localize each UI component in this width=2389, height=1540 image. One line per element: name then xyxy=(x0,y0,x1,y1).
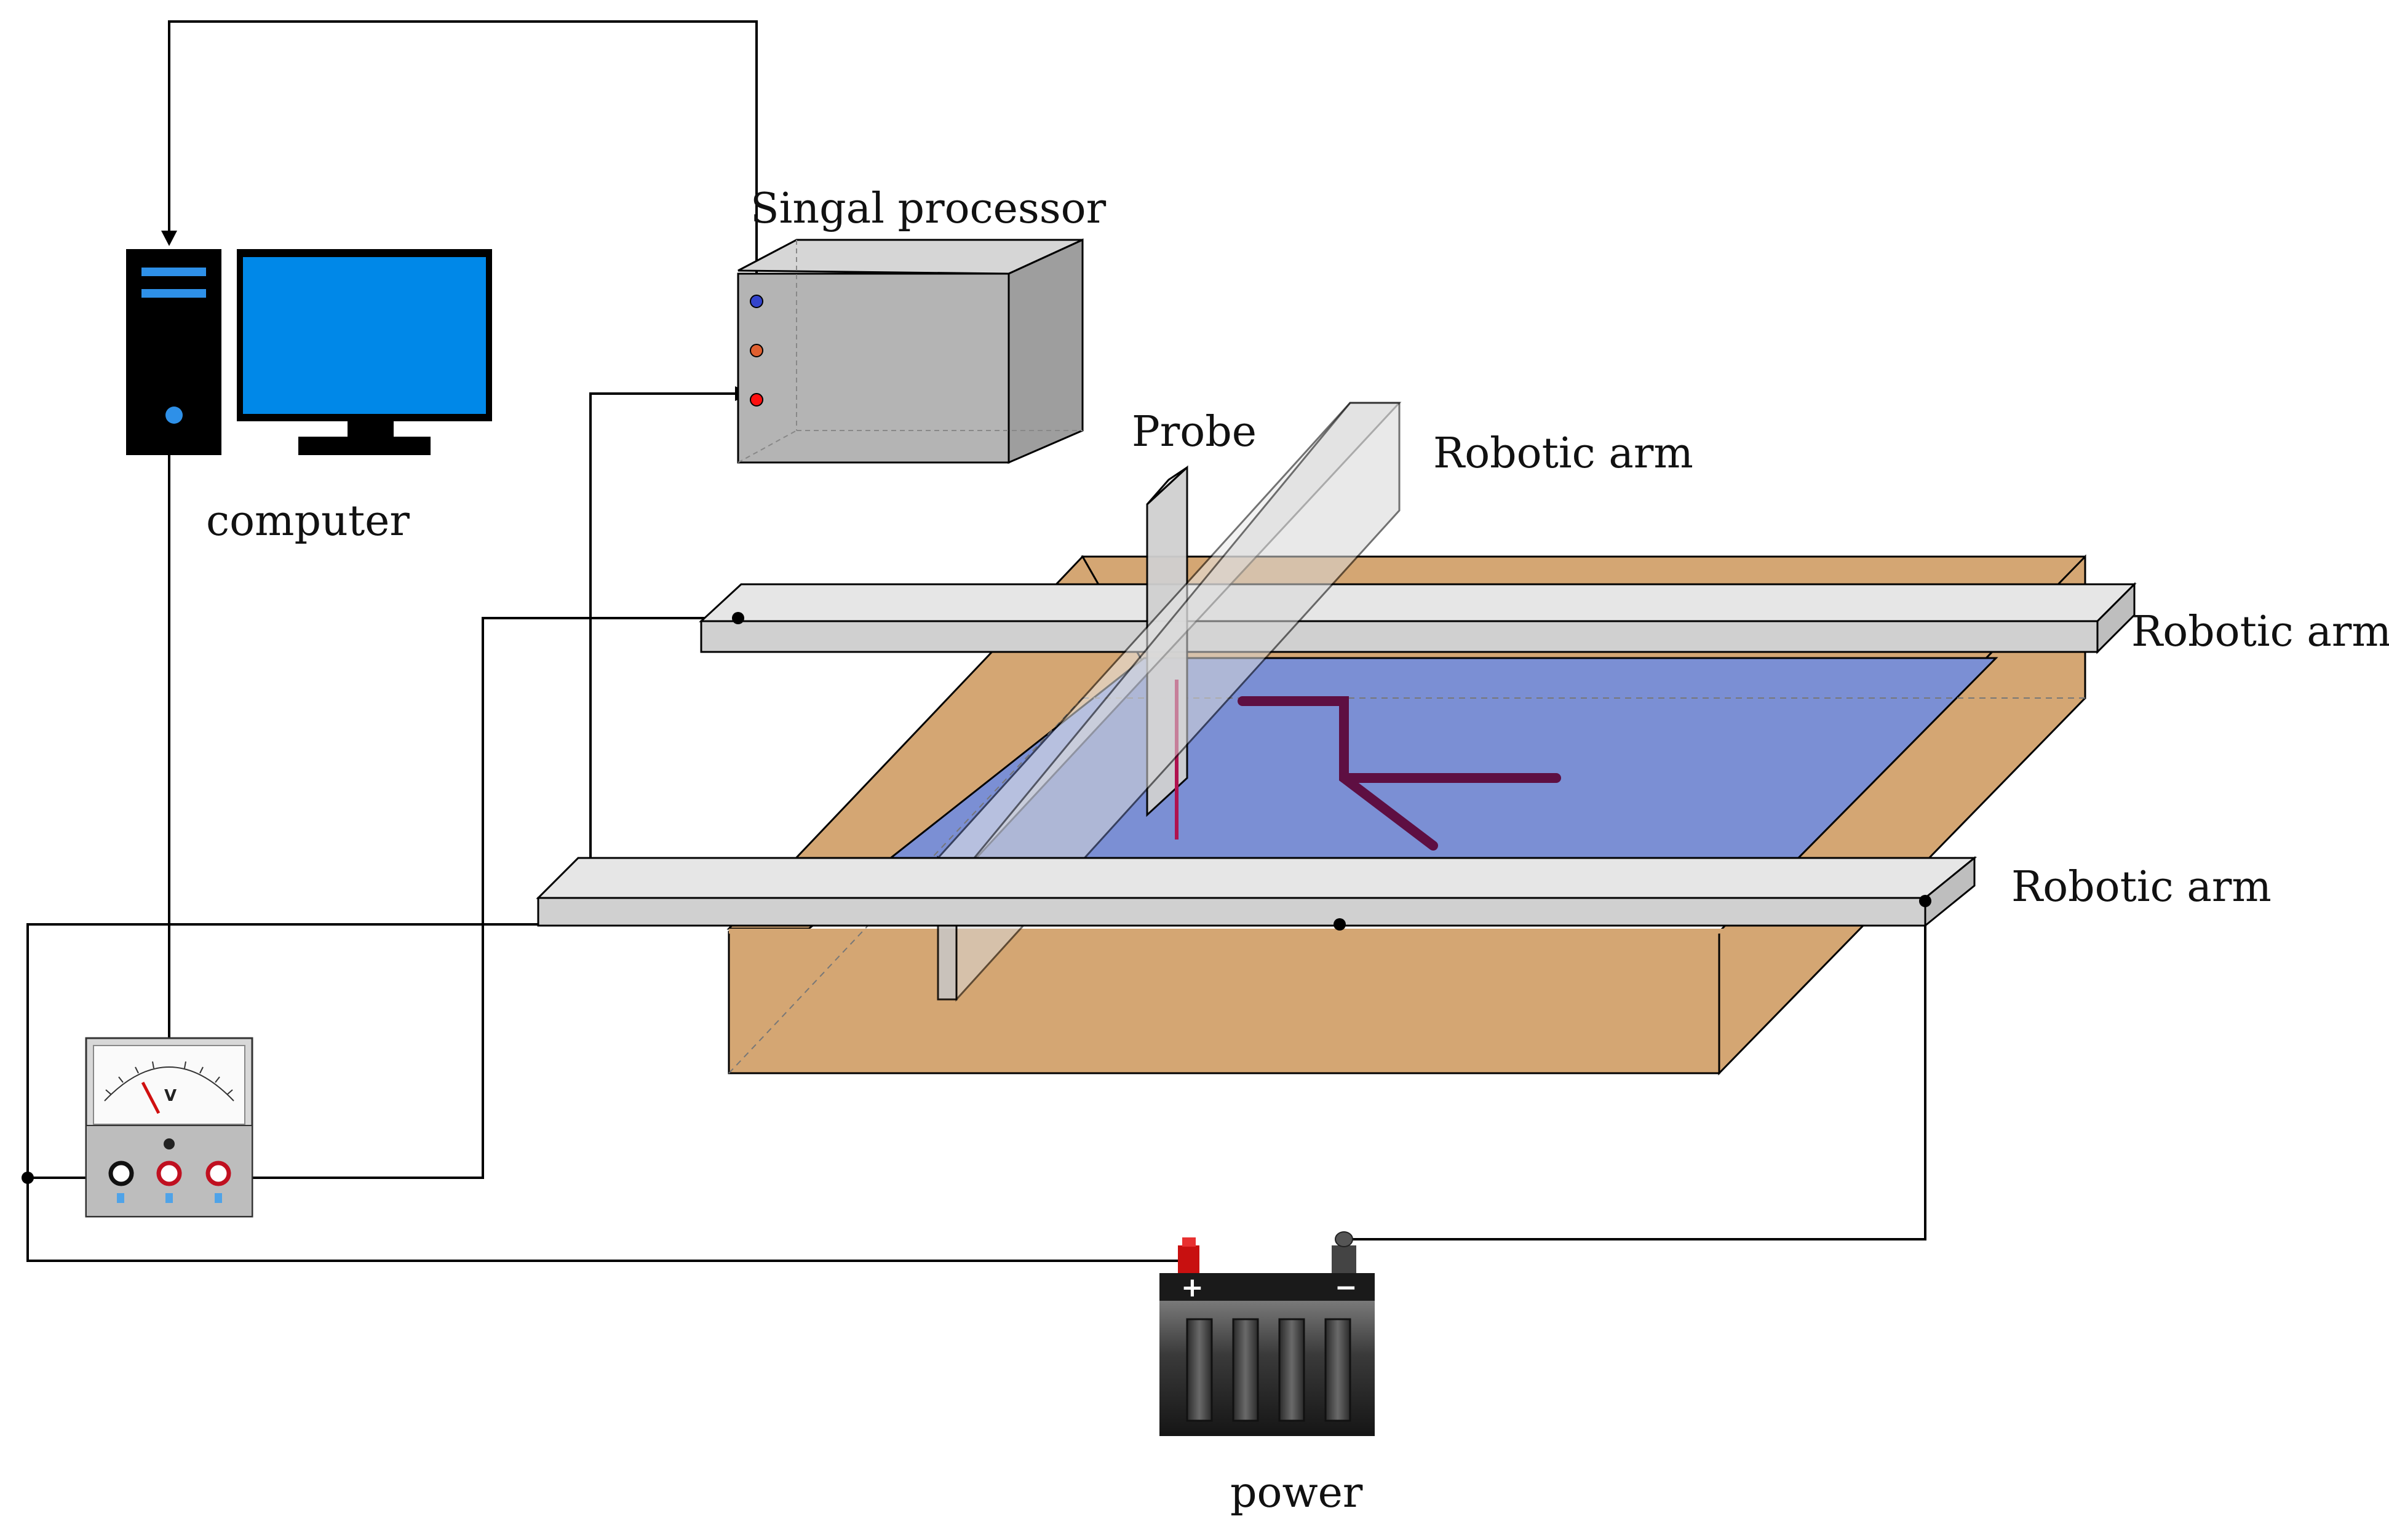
label-robotic-arm-front: Robotic arm xyxy=(2011,863,2272,911)
terminal-red-2 xyxy=(205,1161,231,1186)
wiring xyxy=(26,20,1926,1262)
terminal-black xyxy=(108,1161,134,1186)
desktop-computer-icon xyxy=(126,249,492,455)
wire-nodes xyxy=(22,612,1931,1184)
wire-processor-to-computer xyxy=(168,20,758,301)
arrowhead-computer xyxy=(161,231,177,246)
terminal-red-1 xyxy=(156,1161,182,1186)
label-probe: Probe xyxy=(1132,408,1257,456)
label-robotic-arm-vertical: Robotic arm xyxy=(1433,429,1693,478)
crack-pattern xyxy=(1238,696,1561,851)
wire-front-arm-to-processor xyxy=(589,392,747,926)
wire-voltmeter-to-rear-arm xyxy=(221,617,738,1179)
label-signal-processor: Singal processor xyxy=(750,185,1107,233)
label-robotic-arm-rear: Robotic arm xyxy=(2131,608,2389,656)
signal-processor xyxy=(737,238,1084,464)
battery-positive-sign: + xyxy=(1181,1272,1204,1303)
computer-tower xyxy=(126,249,221,455)
voltmeter-needle xyxy=(141,1081,161,1114)
rear-robotic-arm xyxy=(699,582,2137,654)
front-robotic-arm xyxy=(536,855,1978,928)
analog-voltmeter-icon: V xyxy=(85,1037,253,1218)
processor-ports xyxy=(750,295,763,407)
port-red xyxy=(750,393,763,407)
port-orange xyxy=(750,344,763,357)
battery-icon: + − xyxy=(1159,1231,1375,1436)
tank-front-face xyxy=(728,931,1720,1074)
battery-negative-sign: − xyxy=(1335,1272,1357,1303)
voltmeter-unit: V xyxy=(164,1087,177,1105)
label-computer: computer xyxy=(206,497,410,546)
port-blue xyxy=(750,295,763,308)
computer-screen xyxy=(243,257,486,414)
vertical-robotic-arm xyxy=(937,402,1402,1002)
label-power: power xyxy=(1230,1469,1363,1517)
